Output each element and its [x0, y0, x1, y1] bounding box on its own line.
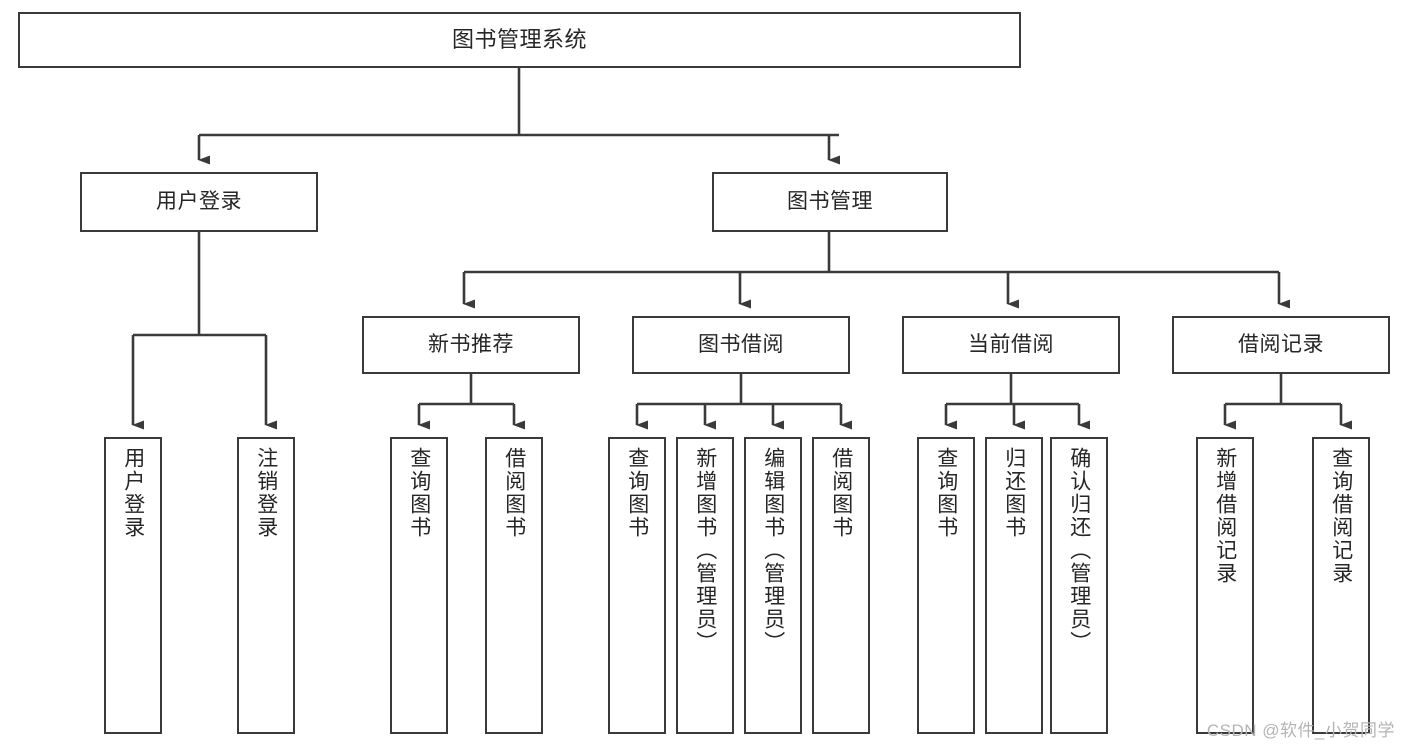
node-label: 借阅图书 [502, 447, 526, 539]
node-label: 图书管理系统 [451, 26, 587, 52]
node-label: 当前借阅 [968, 333, 1054, 357]
node-label: 借阅图书 [829, 447, 853, 539]
node-label: 新增图书（管理员） [693, 447, 717, 654]
node-label: 用户登录 [121, 447, 145, 539]
node-leaf-return-book[interactable]: 归还图书 [985, 437, 1043, 734]
node-current-borrow[interactable]: 当前借阅 [902, 316, 1120, 374]
node-label: 查询借阅记录 [1329, 447, 1353, 585]
node-leaf-edit-book-admin[interactable]: 编辑图书（管理员） [744, 437, 802, 734]
node-leaf-borrow-book-1[interactable]: 借阅图书 [485, 437, 543, 734]
node-label: 编辑图书（管理员） [761, 447, 785, 654]
node-label: 图书借阅 [698, 333, 784, 357]
node-label: 借阅记录 [1238, 333, 1324, 357]
node-label: 查询图书 [934, 447, 958, 539]
node-borrow-record[interactable]: 借阅记录 [1172, 316, 1390, 374]
node-leaf-query-book-1[interactable]: 查询图书 [390, 437, 448, 734]
node-leaf-query-borrow-record[interactable]: 查询借阅记录 [1312, 437, 1370, 734]
node-user-login[interactable]: 用户登录 [80, 172, 318, 232]
node-leaf-add-book-admin[interactable]: 新增图书（管理员） [676, 437, 734, 734]
node-label: 查询图书 [407, 447, 431, 539]
node-label: 新增借阅记录 [1213, 447, 1237, 585]
node-book-manage[interactable]: 图书管理 [712, 172, 948, 232]
node-label: 用户登录 [156, 190, 242, 214]
node-root-book-management-system[interactable]: 图书管理系统 [18, 12, 1021, 68]
node-leaf-query-book-3[interactable]: 查询图书 [917, 437, 975, 734]
node-label: 图书管理 [787, 190, 873, 214]
node-leaf-logout-login[interactable]: 注销登录 [237, 437, 295, 734]
node-label: 新书推荐 [428, 333, 514, 357]
node-leaf-user-login[interactable]: 用户登录 [104, 437, 162, 734]
node-leaf-query-book-2[interactable]: 查询图书 [608, 437, 666, 734]
node-leaf-add-borrow-record[interactable]: 新增借阅记录 [1196, 437, 1254, 734]
node-label: 查询图书 [625, 447, 649, 539]
node-leaf-borrow-book-2[interactable]: 借阅图书 [812, 437, 870, 734]
node-new-book-recommend[interactable]: 新书推荐 [362, 316, 580, 374]
node-label: 注销登录 [254, 447, 278, 539]
node-book-borrow[interactable]: 图书借阅 [632, 316, 850, 374]
node-label: 确认归还（管理员） [1067, 447, 1091, 654]
node-leaf-confirm-return-admin[interactable]: 确认归还（管理员） [1050, 437, 1108, 734]
node-label: 归还图书 [1002, 447, 1026, 539]
csdn-watermark: CSDN @软件_小贺同学 [1206, 721, 1395, 740]
